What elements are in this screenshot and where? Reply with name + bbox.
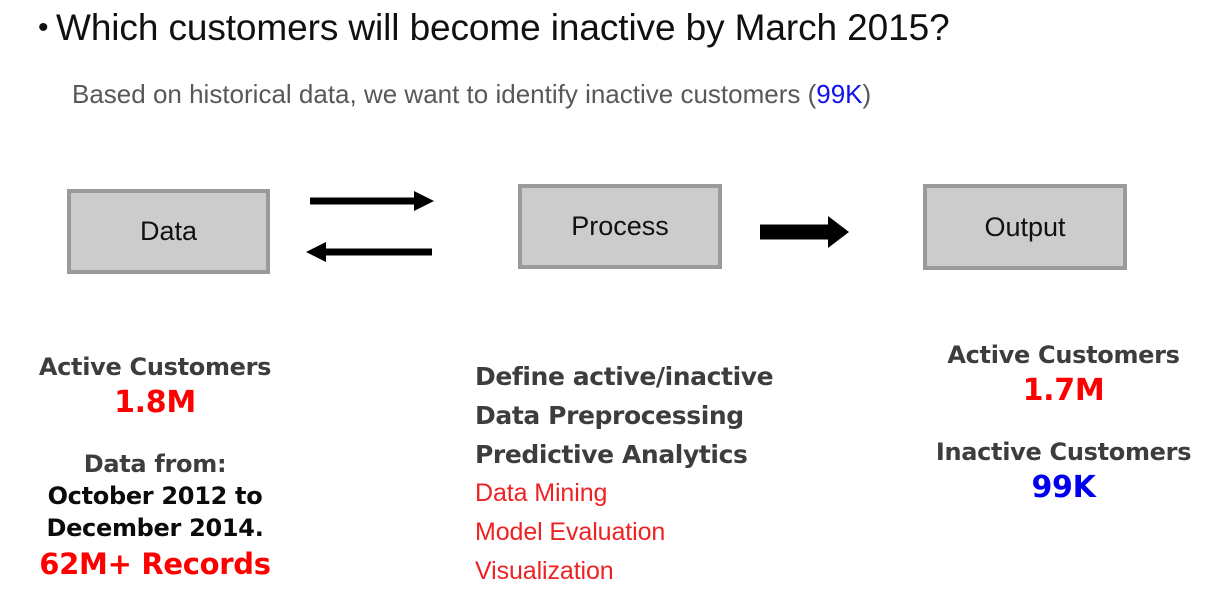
page-title: Which customers will become inactive by … [56, 7, 950, 48]
title-row: • Which customers will become inactive b… [30, 2, 1210, 54]
left-records-value: 62M+ Records [39, 547, 271, 581]
process-step-predictive-analytics: Predictive Analytics [475, 440, 748, 469]
left-range-label: Data from: [83, 450, 227, 478]
subtitle-prefix: Based on historical data, we want to ide… [72, 79, 817, 109]
flow-box-process-label: Process [571, 211, 669, 241]
column-middle-process-steps: Define active/inactive Data Preprocessin… [475, 357, 835, 591]
left-metric-value: 1.8M [114, 385, 196, 420]
flow-box-output[interactable]: Output [923, 184, 1127, 270]
subtitle-suffix: ) [862, 79, 872, 109]
right-inactive-value: 99K [1031, 470, 1096, 505]
process-step-model-evaluation: Model Evaluation [475, 518, 666, 546]
right-inactive-label: Inactive Customers [935, 438, 1192, 466]
flow-box-process[interactable]: Process [518, 184, 722, 269]
page-subtitle: Based on historical data, we want to ide… [72, 76, 871, 112]
process-step-define-active-inactive: Define active/inactive [475, 362, 774, 391]
left-spacer [10, 423, 300, 449]
column-right-output: Active Customers 1.7M Inactive Customers… [900, 340, 1227, 508]
flow-box-data-label: Data [139, 216, 198, 246]
right-active-label: Active Customers [947, 341, 1180, 369]
column-left-data: Active Customers 1.8M Data from: October… [10, 352, 300, 584]
right-active-value: 1.7M [1022, 373, 1105, 408]
arrow-right-thick-icon [760, 216, 849, 248]
process-step-visualization: Visualization [475, 557, 614, 585]
right-spacer [900, 411, 1227, 437]
flow-box-output-label: Output [984, 211, 1066, 242]
left-range-line2: December 2014. [46, 514, 264, 542]
arrow-pair-bidirectional [306, 191, 434, 262]
arrow-left-thin-icon [306, 242, 432, 262]
left-metric-label: Active Customers [38, 353, 272, 381]
left-range-line1: October 2012 to [47, 482, 263, 510]
flow-box-data[interactable]: Data [67, 189, 270, 274]
arrow-right-thin-icon [310, 191, 434, 211]
process-step-data-mining: Data Mining [475, 479, 608, 507]
subtitle-highlight-99k: 99K [816, 79, 863, 109]
process-step-data-preprocessing: Data Preprocessing [475, 401, 744, 430]
bullet-icon: • [38, 11, 49, 44]
